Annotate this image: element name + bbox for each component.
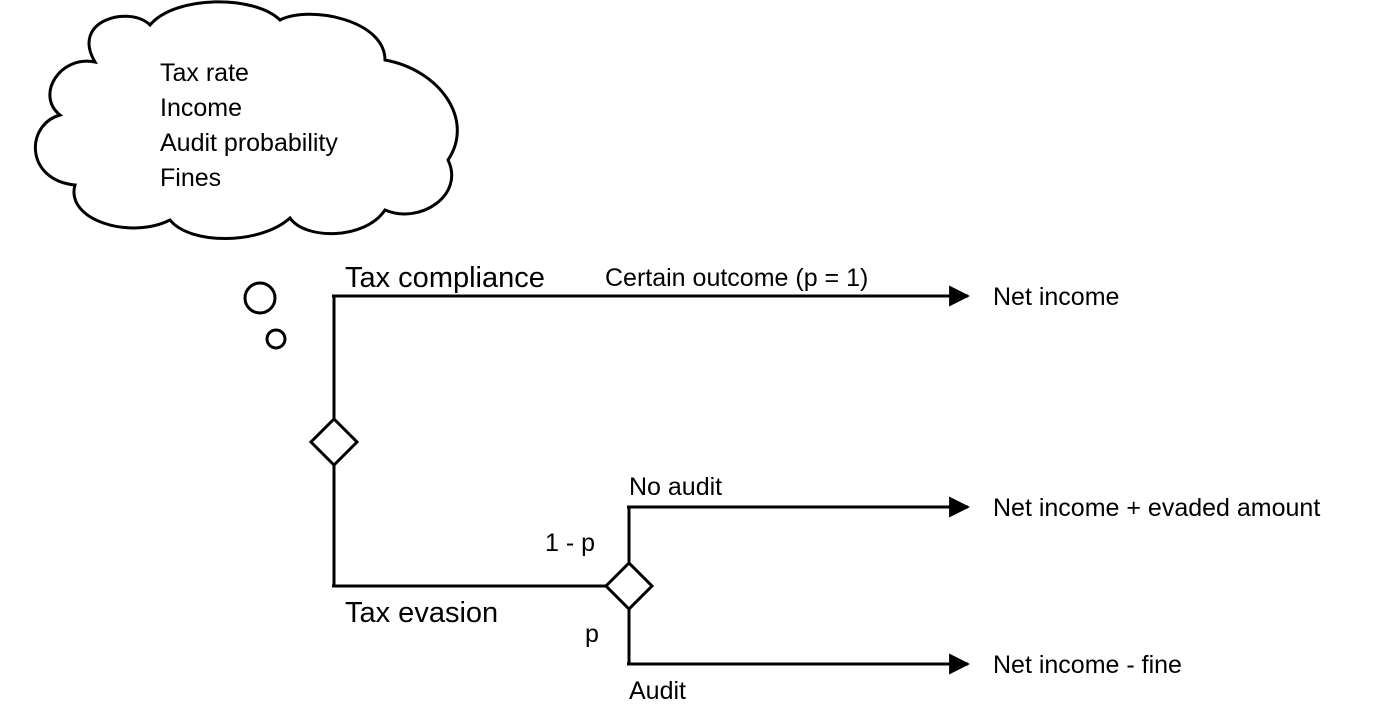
cloud-item-tax-rate: Tax rate — [160, 59, 249, 87]
main-decision-node — [308, 416, 360, 468]
thought-cloud: Tax rate Income Audit probability Fines — [34, 0, 459, 240]
compliance-label: Tax compliance — [345, 262, 545, 294]
audit-result: Net income - fine — [993, 651, 1182, 679]
audit-label: Audit — [629, 677, 686, 705]
compliance-result: Net income — [993, 283, 1119, 311]
cloud-item-audit-probability: Audit probability — [160, 129, 338, 157]
cloud-item-fines: Fines — [160, 164, 221, 192]
chance-node — [603, 560, 655, 612]
thought-cloud-shape — [34, 0, 459, 240]
no-audit-label: No audit — [629, 473, 722, 501]
no-audit-result: Net income + evaded amount — [993, 494, 1320, 522]
no-audit-probability: 1 - p — [545, 529, 595, 557]
thought-bubble-large — [243, 281, 277, 315]
thought-bubble-small — [265, 328, 287, 350]
evasion-label: Tax evasion — [345, 597, 498, 629]
cloud-item-income: Income — [160, 94, 242, 122]
certain-outcome-label: Certain outcome (p = 1) — [605, 264, 868, 292]
audit-probability: p — [585, 620, 599, 648]
